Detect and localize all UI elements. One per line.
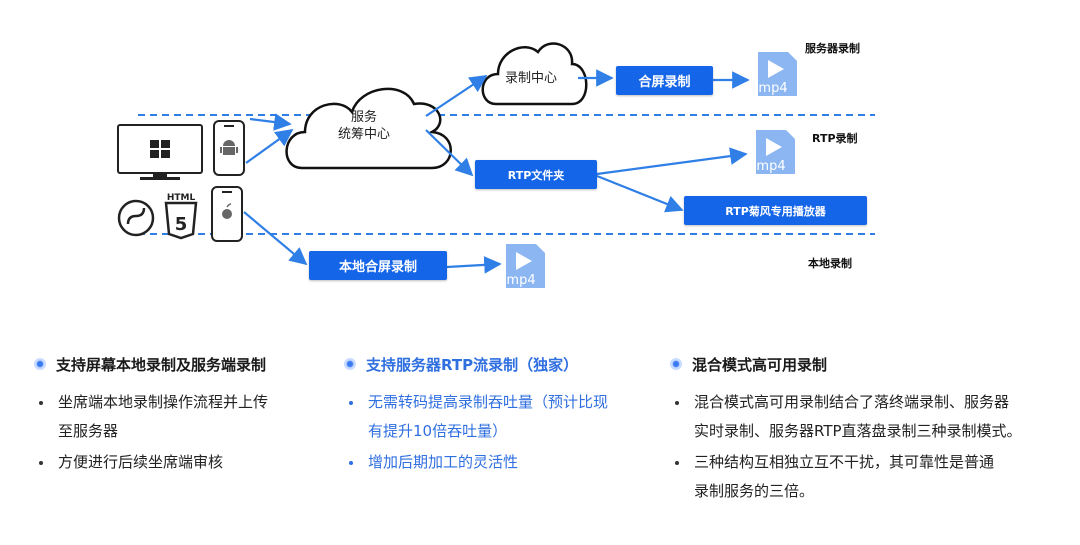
bullet-dot-icon [670, 358, 682, 370]
local-merge-record-box: 本地合屏录制 [309, 251, 447, 280]
lane-label-server: 服务器录制 [805, 42, 860, 55]
list-item: 无需转码提高录制吞吐量（预计比现 有提升10倍吞吐量） [344, 388, 664, 446]
svg-text:mp4: mp4 [758, 81, 787, 96]
lane-label-local: 本地录制 [808, 257, 852, 270]
service-center-label-line1: 服务 [351, 109, 377, 125]
connector-lines [243, 69, 750, 274]
feature-column-hybrid: 混合模式高可用录制 混合模式高可用录制结合了落终端录制、服务器 实时录制、服务器… [670, 352, 1070, 508]
service-center-label-line2: 统筹中心 [338, 126, 390, 142]
list-item: 方便进行后续坐席端审核 [34, 448, 324, 477]
service-center-cloud-icon [285, 87, 452, 170]
feature-column-rtp: 支持服务器RTP流录制（独家） 无需转码提高录制吞吐量（预计比现 有提升10倍吞… [344, 352, 664, 479]
svg-text:HTML: HTML [167, 193, 196, 203]
architecture-diagram: HTML 5 服务 统筹中心 录制中心 mp4 [117, 42, 875, 288]
list-item: 增加后期加工的灵活性 [344, 448, 664, 477]
list-item: 三种结构互相独立互不干扰，其可靠性是普通 录制服务的三倍。 [670, 448, 1070, 506]
svg-text:mp4: mp4 [506, 273, 535, 288]
rtp-player-box: RTP菊风专用播放器 [684, 196, 867, 225]
bullet-dot-icon [344, 358, 356, 370]
bullet-dot-icon [34, 358, 46, 370]
feature-column-local: 支持屏幕本地录制及服务端录制 坐席端本地录制操作流程并上传 至服务器 方便进行后… [34, 352, 324, 479]
list-item: 坐席端本地录制操作流程并上传 至服务器 [34, 388, 324, 446]
svg-text:mp4: mp4 [756, 159, 785, 174]
mini-program-icon [117, 199, 155, 237]
svg-text:5: 5 [175, 214, 188, 235]
column-title: 混合模式高可用录制 [692, 355, 828, 374]
rtp-folder-box: RTP文件夹 [475, 160, 597, 189]
record-center-label: 录制中心 [505, 71, 557, 86]
column-title: 支持服务器RTP流录制（独家） [366, 355, 579, 374]
android-phone-icon [213, 120, 245, 176]
merge-record-box: 合屏录制 [616, 66, 713, 95]
windows-monitor-icon [117, 124, 203, 180]
mp4-file-icon-rtp: mp4 [756, 130, 795, 174]
lane-label-rtp: RTP录制 [812, 132, 858, 145]
html5-icon: HTML 5 [164, 193, 198, 240]
mp4-file-icon-local: mp4 [506, 244, 545, 288]
apple-phone-icon [211, 186, 243, 242]
list-item: 混合模式高可用录制结合了落终端录制、服务器 实时录制、服务器RTP直落盘录制三种… [670, 388, 1070, 446]
mp4-file-icon-server: mp4 [758, 52, 797, 96]
column-title: 支持屏幕本地录制及服务端录制 [56, 355, 267, 374]
